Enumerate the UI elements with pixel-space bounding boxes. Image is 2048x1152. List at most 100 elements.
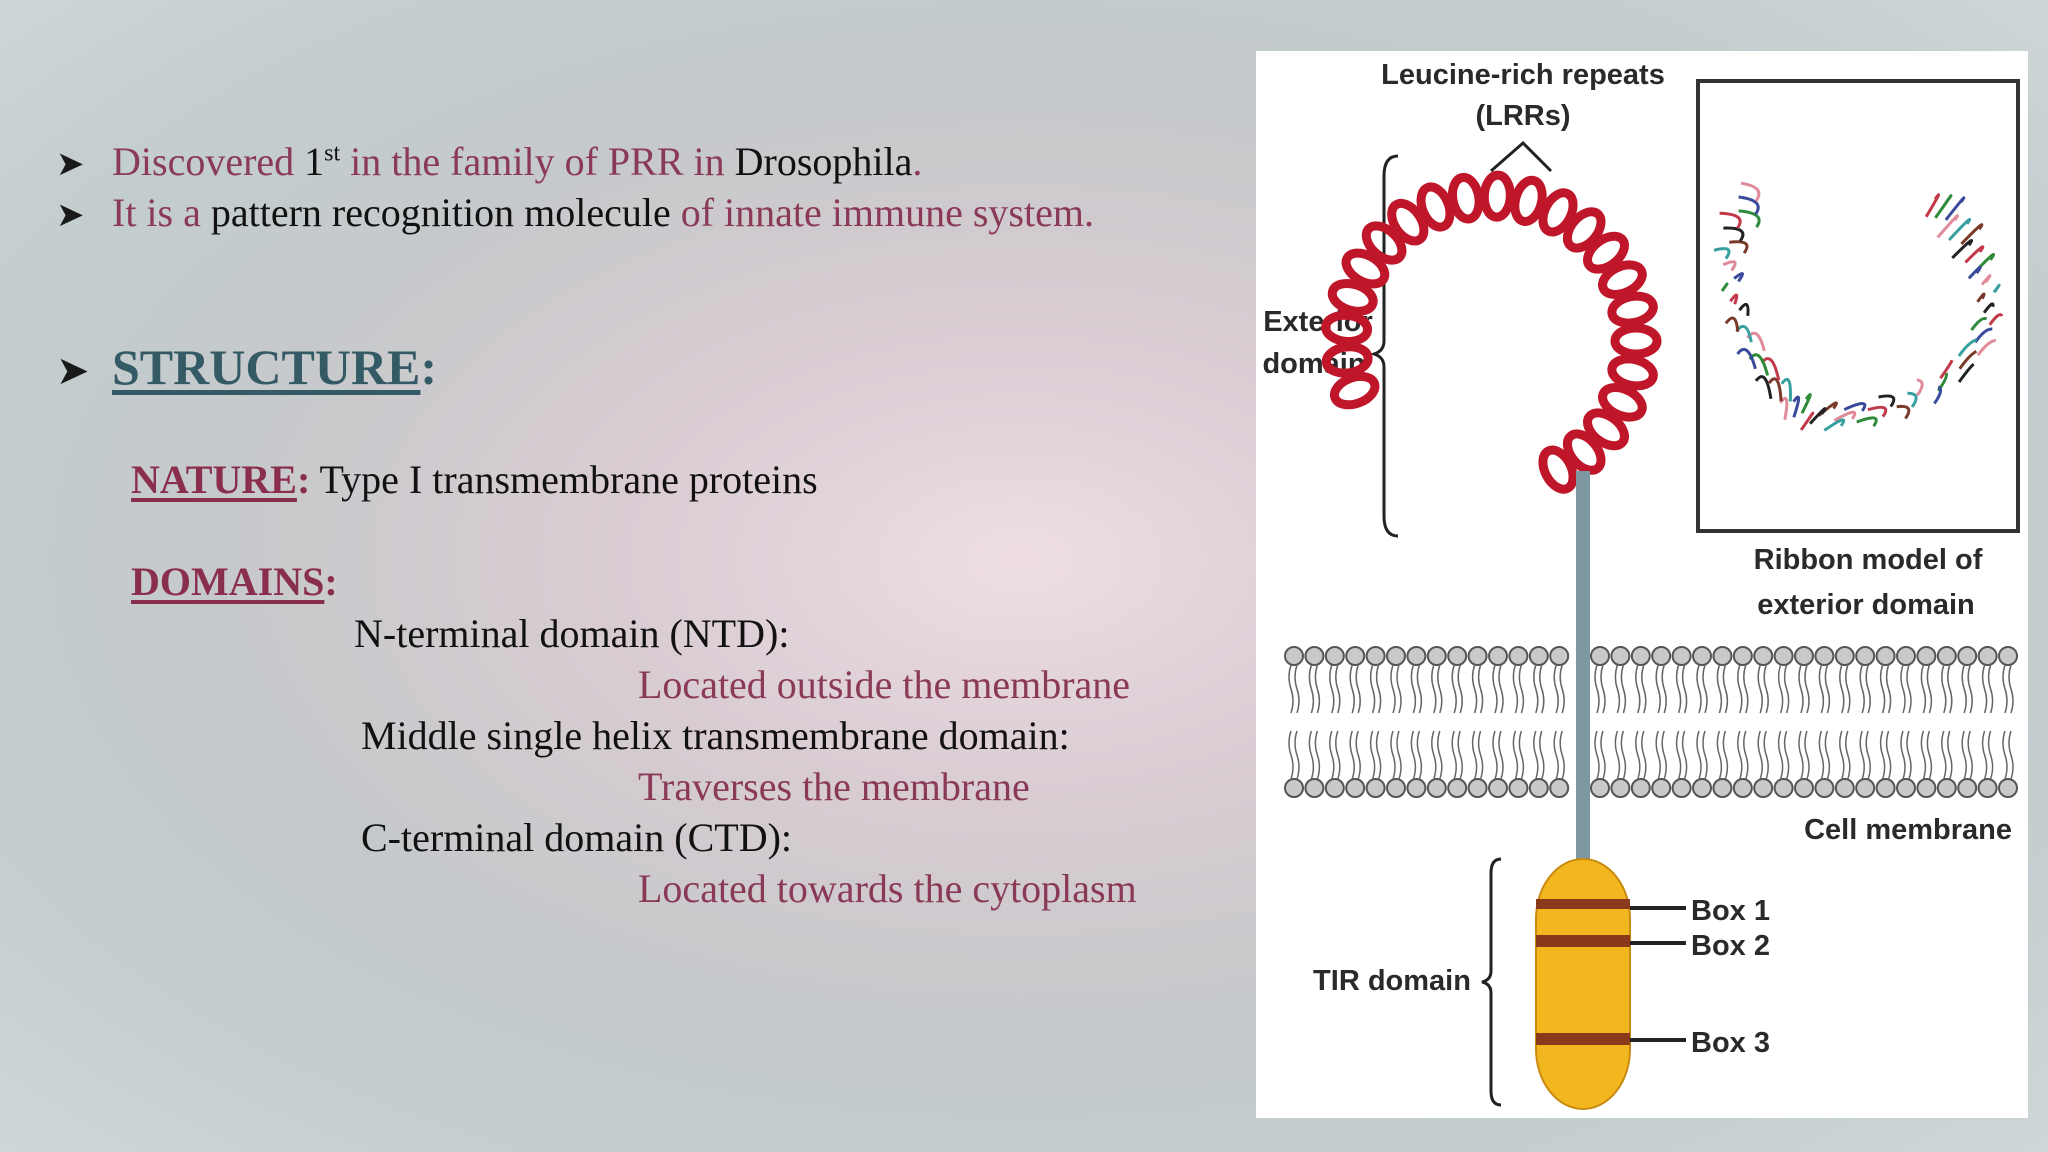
lipid-head — [1590, 778, 1610, 798]
lipid-head — [1284, 646, 1304, 666]
ribbon-strand — [1977, 252, 1995, 269]
lipid-head — [1773, 778, 1794, 798]
lipid-head — [1794, 778, 1814, 798]
ribbon-strand — [1957, 338, 1978, 357]
lipid-head — [1406, 778, 1427, 798]
structure-heading: ➤ STRUCTURE: — [56, 338, 437, 396]
lipid-head — [1896, 646, 1916, 666]
lipid-tail — [2002, 730, 2014, 780]
tlr-structure-figure: Leucine-rich repeats (LRRs) Exterior dom… — [1256, 51, 2028, 1118]
text-run: of innate immune system. — [670, 190, 1094, 235]
lipid-tail — [1941, 730, 1953, 780]
lipid-tail — [1471, 730, 1484, 780]
lipid-tail — [1614, 664, 1627, 714]
box1-band — [1536, 899, 1630, 909]
helix-loop — [1538, 445, 1578, 494]
lipid-tail — [1410, 730, 1423, 780]
nature-line: NATURE: Type I transmembrane proteins — [131, 456, 818, 503]
lipid-tail — [1594, 664, 1606, 714]
ribbon-strand — [1992, 283, 2001, 294]
ribbon-strand — [1988, 313, 2004, 326]
lipid-tail — [1471, 664, 1484, 714]
lrr-label-line1: Leucine-rich repeats — [1381, 59, 1665, 91]
text-run: pattern recognition molecule — [210, 190, 671, 235]
lipid-head — [1406, 646, 1427, 666]
helix-loop — [1562, 207, 1606, 253]
helix-loop — [1598, 383, 1647, 422]
lipid-head — [1957, 778, 1978, 798]
ribbon-model-image — [1713, 181, 2004, 432]
lipid-head — [1977, 646, 1998, 666]
lipid-tail — [1288, 664, 1300, 714]
ribbon-model-box — [1696, 79, 2020, 533]
box3-band — [1536, 1033, 1630, 1045]
domain-tm-desc: Traverses the membrane — [638, 764, 1030, 809]
lipid-tail — [1655, 730, 1667, 780]
box1-label: Box 1 — [1691, 895, 1770, 927]
lipid-head — [1610, 778, 1631, 798]
lipid-tail — [1492, 730, 1504, 780]
lipid-head — [1936, 646, 1957, 666]
bullet-1: ➤ Discovered 1st in the family of PRR in… — [56, 138, 922, 185]
lipid-tail — [1329, 730, 1341, 780]
lipid-tail — [1329, 664, 1341, 714]
domain-ctd-desc: Located towards the cytoplasm — [638, 866, 1137, 911]
lipid-head — [1467, 646, 1488, 666]
ribbon-strand — [1907, 391, 1918, 408]
lipid-tail — [1594, 730, 1606, 780]
lipid-head — [1671, 646, 1692, 666]
tir-domain-label: TIR domain — [1313, 965, 1471, 997]
lipid-tail — [1553, 730, 1565, 780]
arrow-bullet-icon: ➤ — [56, 197, 85, 234]
lipid-head — [1712, 778, 1733, 798]
lipid-tail — [1879, 730, 1892, 780]
lipid-tail — [1920, 664, 1933, 714]
lipid-head — [1528, 646, 1549, 666]
lipid-head — [1488, 646, 1508, 666]
ribbon-strand — [1980, 274, 1992, 286]
lipid-tail — [1879, 664, 1892, 714]
ribbon-strand — [1740, 181, 1761, 202]
lipid-head — [1732, 646, 1753, 666]
arrow-bullet-icon: ➤ — [56, 348, 90, 393]
lipid-tail — [1777, 730, 1790, 780]
ribbon-strand — [1947, 218, 1972, 242]
lipid-tail — [1859, 730, 1871, 780]
domain-ntd-desc: Located outside the membrane — [638, 662, 1131, 707]
lipid-tail — [1308, 664, 1321, 714]
lipid-head — [1998, 778, 2018, 798]
domain-ntd-name: N-terminal domain (NTD): — [354, 611, 790, 656]
lipid-head — [1998, 646, 2018, 666]
helix-loop — [1598, 260, 1647, 299]
tlr-diagram: Leucine-rich repeats (LRRs) Exterior dom… — [1262, 59, 2020, 1110]
lipid-head — [1794, 646, 1814, 666]
lipid-head — [1977, 778, 1998, 798]
ribbon-strand — [1713, 247, 1731, 260]
lipid-tail — [1288, 730, 1300, 780]
lipid-tail — [1839, 664, 1851, 714]
lipid-head — [1365, 646, 1386, 666]
helix-loop — [1562, 429, 1606, 475]
text-run: It is a — [112, 190, 211, 235]
ribbon-strand — [1719, 211, 1742, 229]
ribbon-strand — [1780, 378, 1792, 402]
exterior-bracket — [1368, 154, 1399, 538]
ribbon-strand — [1843, 402, 1867, 412]
ribbon-strand — [1957, 362, 1975, 383]
ribbon-strand — [1936, 214, 1959, 239]
lipid-tail — [1553, 664, 1565, 714]
lipid-tail — [1451, 730, 1463, 780]
nature-colon: : — [296, 457, 311, 502]
lipid-head — [1855, 778, 1876, 798]
helix-loop — [1583, 408, 1629, 451]
helix-loop — [1447, 172, 1484, 224]
lipid-tail — [1961, 730, 1973, 780]
ribbon-strand — [1982, 302, 1995, 314]
ribbon-strand — [1799, 411, 1815, 431]
ribbon-strand — [1738, 195, 1760, 216]
ribbon-strand — [1960, 223, 1984, 245]
lipid-tail — [1981, 730, 1994, 780]
ribbon-strand — [1723, 226, 1745, 242]
ribbon-strand — [1939, 359, 1954, 380]
